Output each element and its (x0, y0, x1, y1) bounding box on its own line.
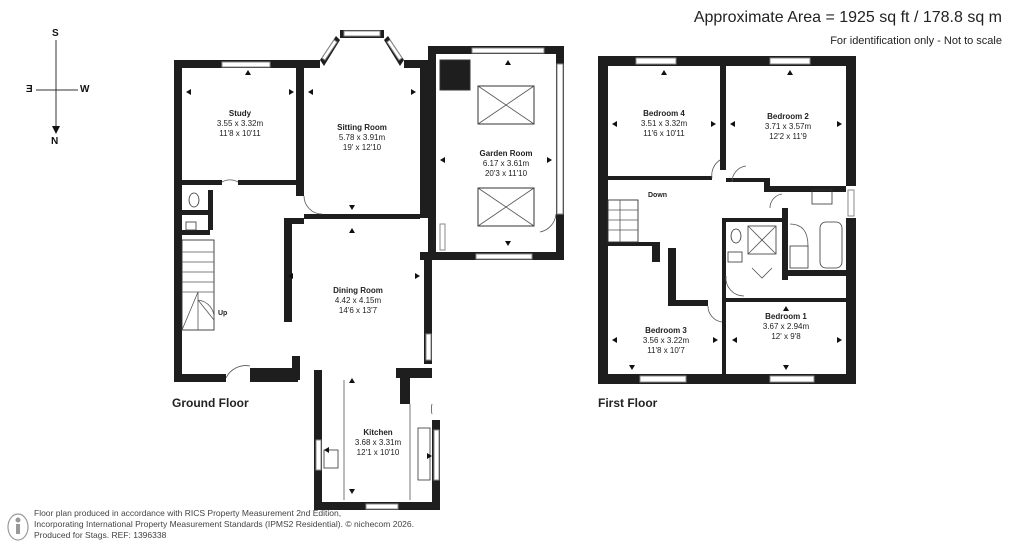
stairs-up-label: Up (218, 310, 228, 317)
room-bedroom-1-metric: 3.67 x 2.94m (762, 322, 810, 331)
compass-w: W (80, 84, 90, 95)
room-bedroom-2: Bedroom 2 3.71 x 3.57m 12'2 x 11'9 (765, 112, 811, 142)
room-bedroom-4-name: Bedroom 4 (643, 109, 685, 118)
room-sitting-metric: 5.78 x 3.91m (338, 133, 386, 142)
room-study: Study 3.55 x 3.32m 11'8 x 10'11 (217, 109, 263, 139)
compass-s: S (52, 28, 59, 39)
room-kitchen-imperial: 12'1 x 10'10 (356, 448, 400, 457)
first-floor-plan (598, 56, 856, 384)
ground-stairs (181, 239, 215, 331)
room-kitchen: Kitchen 3.68 x 3.31m 12'1 x 10'10 (355, 428, 401, 458)
scale-note: For identification only - Not to scale (830, 35, 1002, 47)
room-bedroom-2-metric: 3.71 x 3.57m (764, 122, 812, 131)
room-bedroom-2-name: Bedroom 2 (767, 112, 809, 121)
room-bedroom-3-metric: 3.56 x 3.22m (642, 336, 690, 345)
ground-floor-label: Ground Floor (172, 396, 249, 410)
room-bedroom-1-name: Bedroom 1 (765, 312, 807, 321)
approximate-area: Approximate Area = 1925 sq ft / 178.8 sq… (693, 9, 1002, 26)
room-bedroom-3-name: Bedroom 3 (645, 326, 687, 335)
room-bedroom-4-imperial: 11'6 x 10'11 (643, 129, 685, 138)
room-bedroom-4: Bedroom 4 3.51 x 3.32m 11'6 x 10'11 (641, 109, 687, 139)
room-bedroom-4-metric: 3.51 x 3.32m (640, 119, 688, 128)
footer-line-1: Floor plan produced in accordance with R… (34, 508, 342, 518)
room-sitting-name: Sitting Room (337, 123, 387, 132)
stairs-down-label: Down (648, 192, 668, 199)
compass-e: E (26, 84, 33, 95)
footer-disclaimer: Floor plan produced in accordance with R… (34, 508, 414, 541)
room-bedroom-3-imperial: 11'8 x 10'7 (647, 346, 685, 355)
room-dining-imperial: 14'6 x 13'7 (338, 306, 378, 315)
ground-floor-plan (174, 30, 564, 510)
room-study-name: Study (228, 109, 252, 118)
room-dining-name: Dining Room (333, 286, 383, 295)
room-bedroom-1-imperial: 12' x 9'8 (771, 332, 801, 341)
room-study-metric: 3.55 x 3.32m (216, 119, 264, 128)
room-sitting: Sitting Room 5.78 x 3.91m 19' x 12'10 (337, 123, 387, 153)
room-garden-metric: 6.17 x 3.61m (482, 159, 530, 168)
person-icon (7, 513, 29, 541)
room-garden: Garden Room 6.17 x 3.61m 20'3 x 11'10 (480, 149, 533, 179)
room-dining: Dining Room 4.42 x 4.15m 14'6 x 13'7 (333, 286, 383, 316)
room-dining-metric: 4.42 x 4.15m (334, 296, 382, 305)
room-study-imperial: 11'8 x 10'11 (219, 129, 261, 138)
room-kitchen-metric: 3.68 x 3.31m (354, 438, 402, 447)
room-bedroom-3: Bedroom 3 3.56 x 3.22m 11'8 x 10'7 (643, 326, 689, 356)
room-kitchen-name: Kitchen (363, 428, 393, 437)
first-floor-label: First Floor (598, 396, 658, 410)
room-bedroom-2-imperial: 12'2 x 11'9 (769, 132, 807, 141)
compass-n: N (51, 134, 59, 145)
room-sitting-imperial: 19' x 12'10 (342, 143, 382, 152)
footer-line-3: Produced for Stags. REF: 1396338 (34, 530, 167, 540)
room-garden-imperial: 20'3 x 11'10 (484, 169, 528, 178)
room-garden-name: Garden Room (479, 149, 533, 158)
footer-line-2: Incorporating International Property Mea… (34, 519, 414, 529)
compass-rose (36, 40, 78, 134)
first-stairs (607, 199, 639, 243)
room-bedroom-1: Bedroom 1 3.67 x 2.94m 12' x 9'8 (763, 312, 809, 342)
